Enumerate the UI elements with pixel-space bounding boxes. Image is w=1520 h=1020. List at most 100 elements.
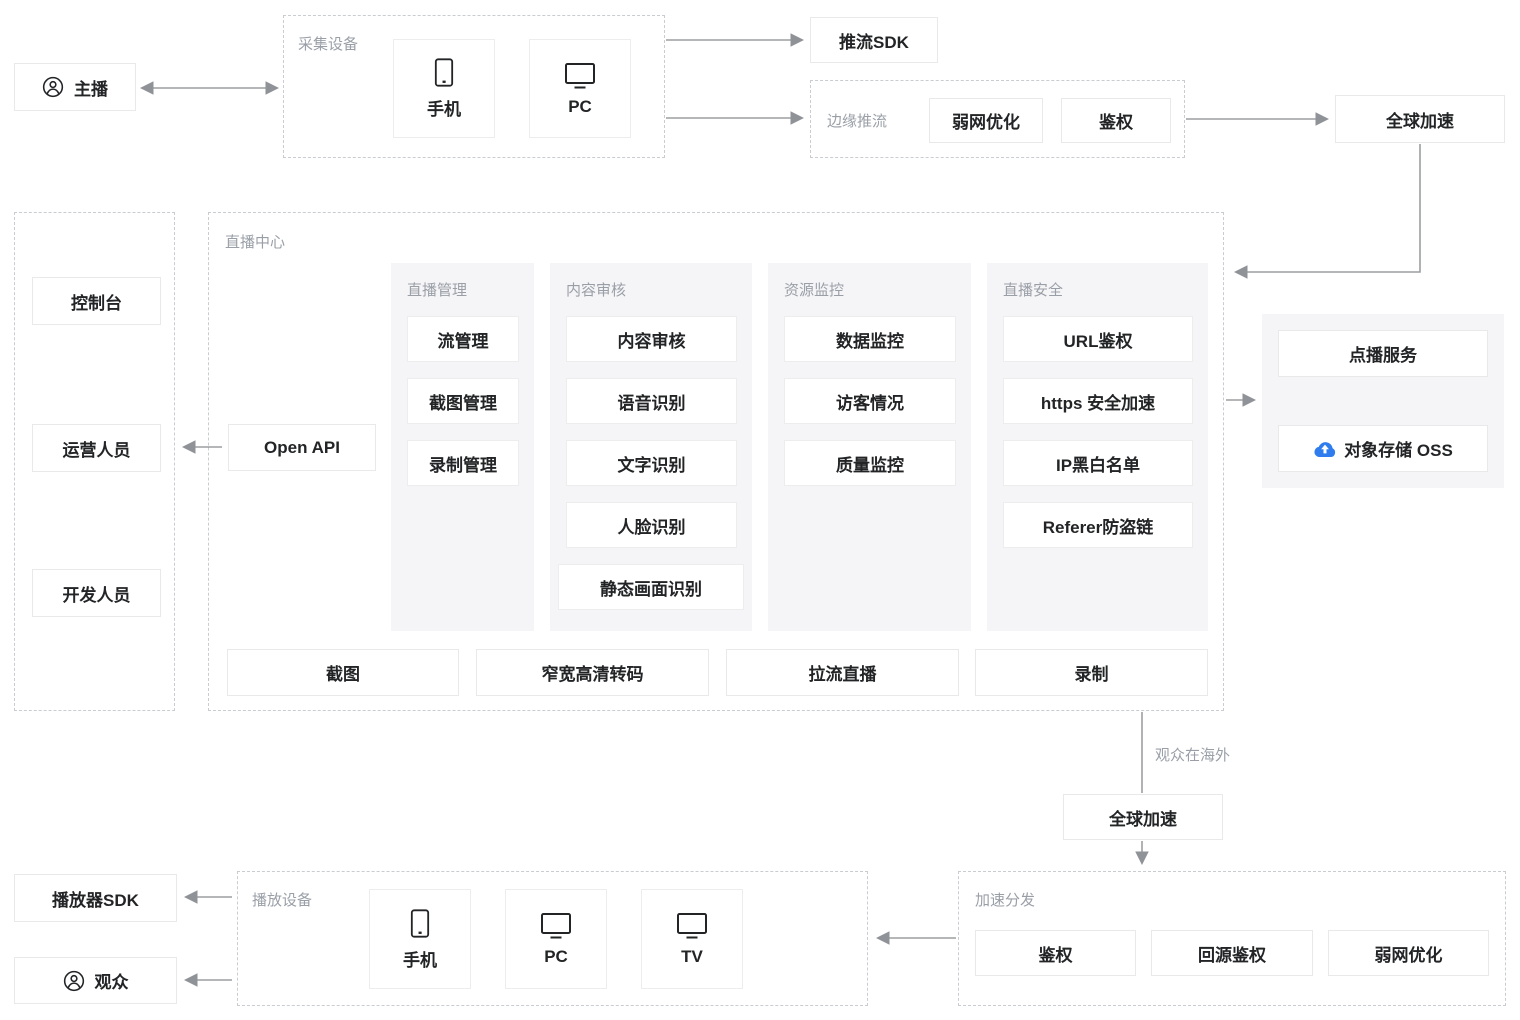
edge-push-group-label: 边缘推流 — [827, 113, 888, 130]
weak-network-node: 弱网优化 — [929, 98, 1043, 143]
capture-device-phone: 手机 — [393, 39, 495, 138]
arrow-globalaccel-livecenter — [1233, 144, 1421, 279]
item-label: 文字识别 — [617, 455, 686, 475]
auth-node: 鉴权 — [1061, 98, 1171, 143]
auth-label: 鉴权 — [1099, 113, 1133, 132]
device-label: PC — [568, 96, 592, 116]
item-label: https 安全加速 — [1040, 393, 1156, 413]
origin-auth-label: 回源鉴权 — [1198, 945, 1266, 965]
global-accel-south-label: 全球加速 — [1109, 809, 1177, 829]
pull-stream-label: 拉流直播 — [808, 665, 877, 684]
stream-management-node: 流管理 — [407, 316, 519, 362]
item-label: 内容审核 — [617, 331, 686, 351]
origin-auth-node: 回源鉴权 — [1151, 930, 1313, 976]
column-label: 资源监控 — [784, 282, 845, 299]
accel-distribution-group: 加速分发 鉴权 回源鉴权 弱网优化 — [958, 871, 1506, 1006]
monitor-icon — [563, 61, 597, 90]
phone-icon — [434, 57, 454, 88]
console-label: 控制台 — [71, 293, 122, 313]
play-device-pc: PC — [505, 889, 607, 989]
vod-service-label: 点播服务 — [1349, 346, 1417, 365]
developers-label: 开发人员 — [62, 585, 131, 605]
column-label: 内容审核 — [566, 282, 627, 299]
item-label: 语音识别 — [617, 393, 686, 413]
anchor-label: 主播 — [74, 79, 108, 99]
column-content-review: 内容审核 内容审核 语音识别 文字识别 人脸识别 静态画面识别 — [550, 263, 752, 631]
anchor-node: 主播 — [14, 63, 136, 111]
play-devices-group: 播放设备 手机 PC — [237, 871, 868, 1006]
speech-recognition-node: 语音识别 — [566, 378, 737, 424]
vod-service-node: 点播服务 — [1278, 330, 1488, 377]
capture-devices-group: 采集设备 手机 PC — [283, 15, 665, 158]
item-label: 人脸识别 — [617, 517, 686, 537]
column-resource-monitoring: 资源监控 数据监控 访客情况 质量监控 — [768, 263, 971, 631]
content-review-node: 内容审核 — [566, 316, 737, 362]
visitor-status-node: 访客情况 — [784, 378, 956, 424]
ip-blacklist-node: IP黑白名单 — [1003, 440, 1193, 486]
recording-label: 录制 — [1074, 665, 1109, 684]
item-label: Referer防盗链 — [1042, 517, 1154, 537]
text-recognition-node: 文字识别 — [566, 440, 737, 486]
push-sdk-node: 推流SDK — [810, 17, 938, 63]
open-api-node: Open API — [228, 424, 376, 471]
operators-node: 运营人员 — [32, 424, 161, 472]
edge-push-group: 边缘推流 弱网优化 鉴权 — [810, 80, 1185, 158]
item-label: 访客情况 — [836, 393, 904, 413]
operators-label: 运营人员 — [62, 440, 131, 460]
https-accel-node: https 安全加速 — [1003, 378, 1193, 424]
device-label: PC — [544, 947, 568, 966]
play-devices-label: 播放设备 — [252, 892, 313, 909]
column-label: 直播安全 — [1003, 282, 1064, 299]
column-live-security: 直播安全 URL鉴权 https 安全加速 IP黑白名单 Referer防盗链 — [987, 263, 1208, 631]
device-label: 手机 — [403, 950, 437, 970]
live-center-group: 直播中心 Open API 直播管理 流管理 截图管理 录制管理 内容审核 内容… — [208, 212, 1224, 711]
oss-label: 对象存储 OSS — [1344, 441, 1453, 460]
device-label: TV — [681, 947, 703, 966]
item-label: 质量监控 — [836, 455, 904, 475]
snapshot-node: 截图 — [227, 649, 459, 696]
player-sdk-node: 播放器SDK — [14, 874, 177, 922]
item-label: 截图管理 — [429, 393, 497, 413]
transcoding-node: 窄宽高清转码 — [476, 649, 709, 696]
snapshot-label: 截图 — [326, 665, 360, 684]
referer-antileech-node: Referer防盗链 — [1003, 502, 1193, 548]
transcoding-label: 窄宽高清转码 — [541, 665, 644, 684]
accel-distribution-label: 加速分发 — [975, 892, 1036, 909]
monitor-icon — [675, 911, 709, 940]
monitor-icon — [539, 911, 573, 940]
pull-stream-node: 拉流直播 — [726, 649, 959, 696]
oss-cloud-icon — [1313, 440, 1336, 458]
user-icon — [42, 76, 64, 98]
capture-device-pc: PC — [529, 39, 631, 138]
console-users-group: 控制台 运营人员 开发人员 — [14, 212, 175, 711]
dist-weak-network-label: 弱网优化 — [1374, 945, 1443, 965]
dist-auth-node: 鉴权 — [975, 930, 1136, 976]
item-label: URL鉴权 — [1063, 331, 1133, 351]
capture-group-label: 采集设备 — [298, 36, 359, 53]
recording-management-node: 录制管理 — [407, 440, 519, 486]
audience-label: 观众 — [94, 973, 129, 992]
push-sdk-label: 推流SDK — [839, 32, 909, 52]
column-live-management: 直播管理 流管理 截图管理 录制管理 — [391, 263, 534, 631]
item-label: 流管理 — [437, 331, 489, 351]
play-device-tv: TV — [641, 889, 743, 989]
weak-network-label: 弱网优化 — [952, 113, 1020, 132]
live-center-label: 直播中心 — [225, 234, 286, 251]
vod-oss-panel: 点播服务 对象存储 OSS — [1262, 314, 1504, 488]
face-recognition-node: 人脸识别 — [566, 502, 737, 548]
dist-auth-label: 鉴权 — [1038, 945, 1073, 965]
data-monitoring-node: 数据监控 — [784, 316, 956, 362]
url-auth-node: URL鉴权 — [1003, 316, 1193, 362]
user-icon — [63, 970, 85, 992]
dist-weak-network-node: 弱网优化 — [1328, 930, 1489, 976]
recording-node: 录制 — [975, 649, 1208, 696]
column-label: 直播管理 — [407, 282, 468, 299]
overseas-note: 观众在海外 — [1155, 747, 1231, 764]
item-label: 录制管理 — [429, 455, 497, 475]
global-accel-top-node: 全球加速 — [1335, 95, 1505, 143]
oss-node: 对象存储 OSS — [1278, 425, 1488, 472]
item-label: 数据监控 — [836, 331, 904, 351]
audience-node: 观众 — [14, 957, 177, 1004]
phone-icon — [410, 908, 430, 939]
device-label: 手机 — [427, 100, 461, 119]
